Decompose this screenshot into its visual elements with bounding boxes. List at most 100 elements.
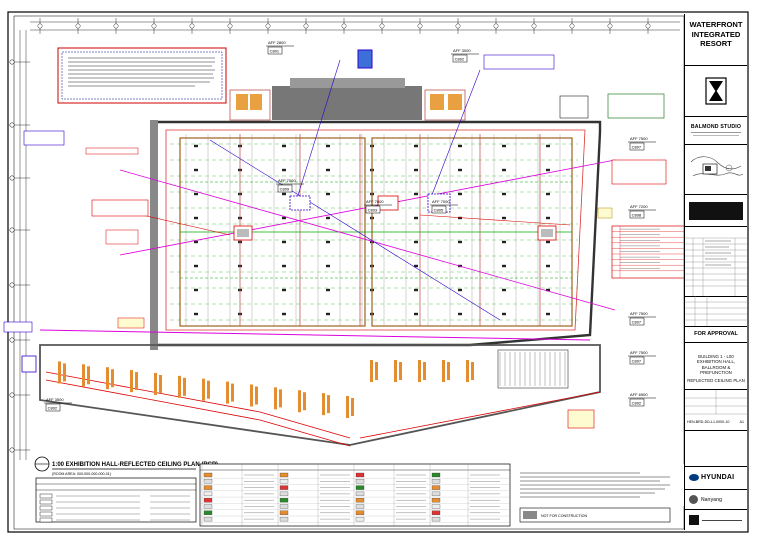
grid-marker — [9, 227, 30, 233]
prefunction-fixtures — [58, 360, 474, 418]
grid-marker — [9, 392, 30, 398]
issue-table — [685, 296, 747, 326]
ceiling-code: C803 — [368, 207, 378, 212]
key-plan-map — [690, 156, 744, 177]
plan-title-block: 1:00 EXHIBITION HALL-REFLECTED CEILING P… — [34, 456, 218, 476]
project-name-line-2: INTEGRATED — [691, 29, 741, 39]
aff-label: AFF 6900 — [630, 392, 648, 397]
aff-label: AFF 7000 — [366, 199, 384, 204]
legend-schedule — [199, 463, 511, 527]
aff-label: AFF 2800 — [268, 40, 286, 45]
left-grid-ruler — [19, 30, 27, 460]
hall-outline — [150, 120, 602, 350]
hall-zones — [179, 137, 573, 327]
project-name-line-1: WATERFRONT — [689, 20, 743, 29]
ceiling-code: C801 — [270, 48, 280, 53]
title-block: WATERFRONT INTEGRATED RESORT BALMOND STU… — [684, 14, 747, 530]
top-grid-ticks — [37, 18, 651, 34]
drawing-title-line-2: EXHIBITION HALL, BALLROOM & — [696, 359, 736, 370]
second-contractor-box: Nanyang — [685, 490, 747, 510]
revision-table-box — [685, 226, 747, 297]
grid-marker — [9, 175, 30, 181]
aff-label: AFF 7500 — [630, 311, 648, 316]
aff-label: AFF 3000 — [453, 48, 471, 53]
aff-label: AFF 3500 — [46, 397, 64, 402]
aff-label: AFF 7000 — [278, 178, 296, 183]
contractor-logo-icon — [689, 495, 698, 504]
location-image-box — [685, 194, 747, 227]
hyundai-box: HYUNDAI — [685, 466, 747, 490]
location-image — [689, 202, 743, 220]
revision-table — [685, 237, 747, 296]
drawing-info-box: HEN-BRD-DD-L1-0000-10 A1 — [685, 390, 747, 431]
project-name: WATERFRONT INTEGRATED RESORT — [685, 14, 747, 66]
plan-title: 1:00 EXHIBITION HALL-REFLECTED CEILING P… — [52, 462, 218, 468]
plan-subtitle: (ROOM AREA: 000-000-000-000-01) — [52, 472, 111, 476]
approval-status: FOR APPROVAL — [694, 331, 738, 337]
ceiling-code: C805 — [434, 207, 444, 212]
drawing-info-table — [685, 390, 747, 415]
hyundai-name: HYUNDAI — [701, 474, 735, 481]
drawing-title-line-1: BUILDING 1 - L00 — [698, 354, 734, 359]
drawing-title-box: BUILDING 1 - L00 EXHIBITION HALL, BALLRO… — [685, 342, 747, 390]
architect-logo-box — [685, 66, 747, 117]
contractor-name: Nanyang — [701, 496, 723, 503]
upper-service-zone — [229, 78, 589, 121]
top-grid-ruler — [30, 21, 680, 31]
left-grid-markers — [9, 59, 30, 453]
keyplan-table — [35, 477, 197, 523]
ceiling-code: C802 — [48, 405, 58, 410]
ceiling-code: C807 — [632, 144, 642, 149]
aff-label: AFF 7500 — [630, 136, 648, 141]
aff-label: AFF 7000 — [432, 199, 450, 204]
ceiling-code: C802 — [455, 56, 465, 61]
contractor-mark-icon — [689, 515, 699, 525]
revision-code: A1 — [739, 420, 744, 424]
remarks-block: NOT FOR CONSTRUCTION — [514, 464, 684, 523]
key-plan-box — [685, 144, 747, 195]
ceiling-code: C802 — [632, 400, 642, 405]
ceiling-code: C807 — [632, 358, 642, 363]
project-name-line-3: RESORT — [700, 39, 732, 48]
third-contractor-box — [685, 510, 747, 530]
grid-marker — [9, 447, 30, 453]
approval-box: FOR APPROVAL — [685, 326, 747, 343]
grid-marker — [9, 59, 30, 65]
ceiling-code: C807 — [632, 319, 642, 324]
aff-label: AFF 7500 — [630, 350, 648, 355]
annotation-boxes — [3, 49, 667, 429]
revision-schedule — [611, 225, 685, 279]
architect-logo — [705, 77, 727, 105]
aff-label: AFF 7200 — [630, 204, 648, 209]
grid-marker — [9, 337, 30, 343]
hyundai-logo-icon — [689, 474, 699, 481]
sheet-border — [7, 11, 749, 533]
drawing-title-line-4: REFLECTED CEILING PLAN — [687, 377, 745, 383]
grid-marker — [9, 122, 30, 128]
prefunction-area — [39, 344, 601, 447]
hall-ceiling-grid — [170, 134, 578, 326]
drawing-number: HEN-BRD-DD-L1-0000-10 — [687, 420, 730, 424]
drawing-title-line-3: PREFUNCTION — [700, 370, 732, 376]
blank-box — [685, 430, 747, 467]
ceiling-code: C809 — [280, 186, 290, 191]
issue-table-box — [685, 296, 747, 327]
grid-marker — [9, 282, 30, 288]
consultant-name: BALMOND STUDIO — [690, 124, 742, 130]
general-notes-box — [57, 47, 227, 104]
ceiling-code: C808 — [632, 212, 642, 217]
consultant-box: BALMOND STUDIO — [685, 116, 747, 145]
